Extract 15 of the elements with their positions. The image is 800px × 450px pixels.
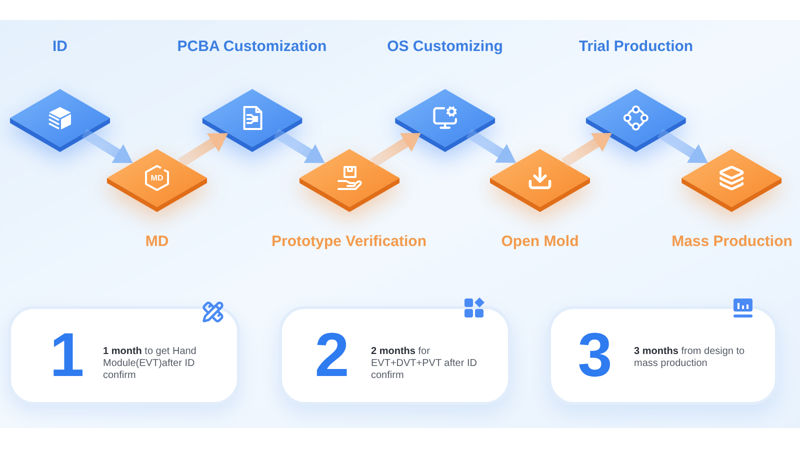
step-title: OS Customizing <box>387 37 503 57</box>
step-title: PCBA Customization <box>177 37 327 57</box>
step-description: 1 month to get Hand Module(EVT)after ID confirm <box>103 346 198 382</box>
step-title: Mass Production <box>672 232 792 252</box>
step-description: 3 months from design to mass production <box>634 346 746 370</box>
step-number: 1 <box>50 324 84 388</box>
step-title: Trial Production <box>578 37 694 57</box>
step-title: Open Mold <box>501 232 579 252</box>
step-number: 2 <box>314 324 350 388</box>
step-title: MD <box>145 232 169 252</box>
step-description: 2 months for EVT+DVT+PVT after ID confirm <box>371 346 478 382</box>
icon-label: MD <box>150 174 164 182</box>
step-number: 3 <box>578 324 612 388</box>
step-title: Prototype Verification <box>271 232 427 252</box>
step-title: ID <box>52 37 68 57</box>
